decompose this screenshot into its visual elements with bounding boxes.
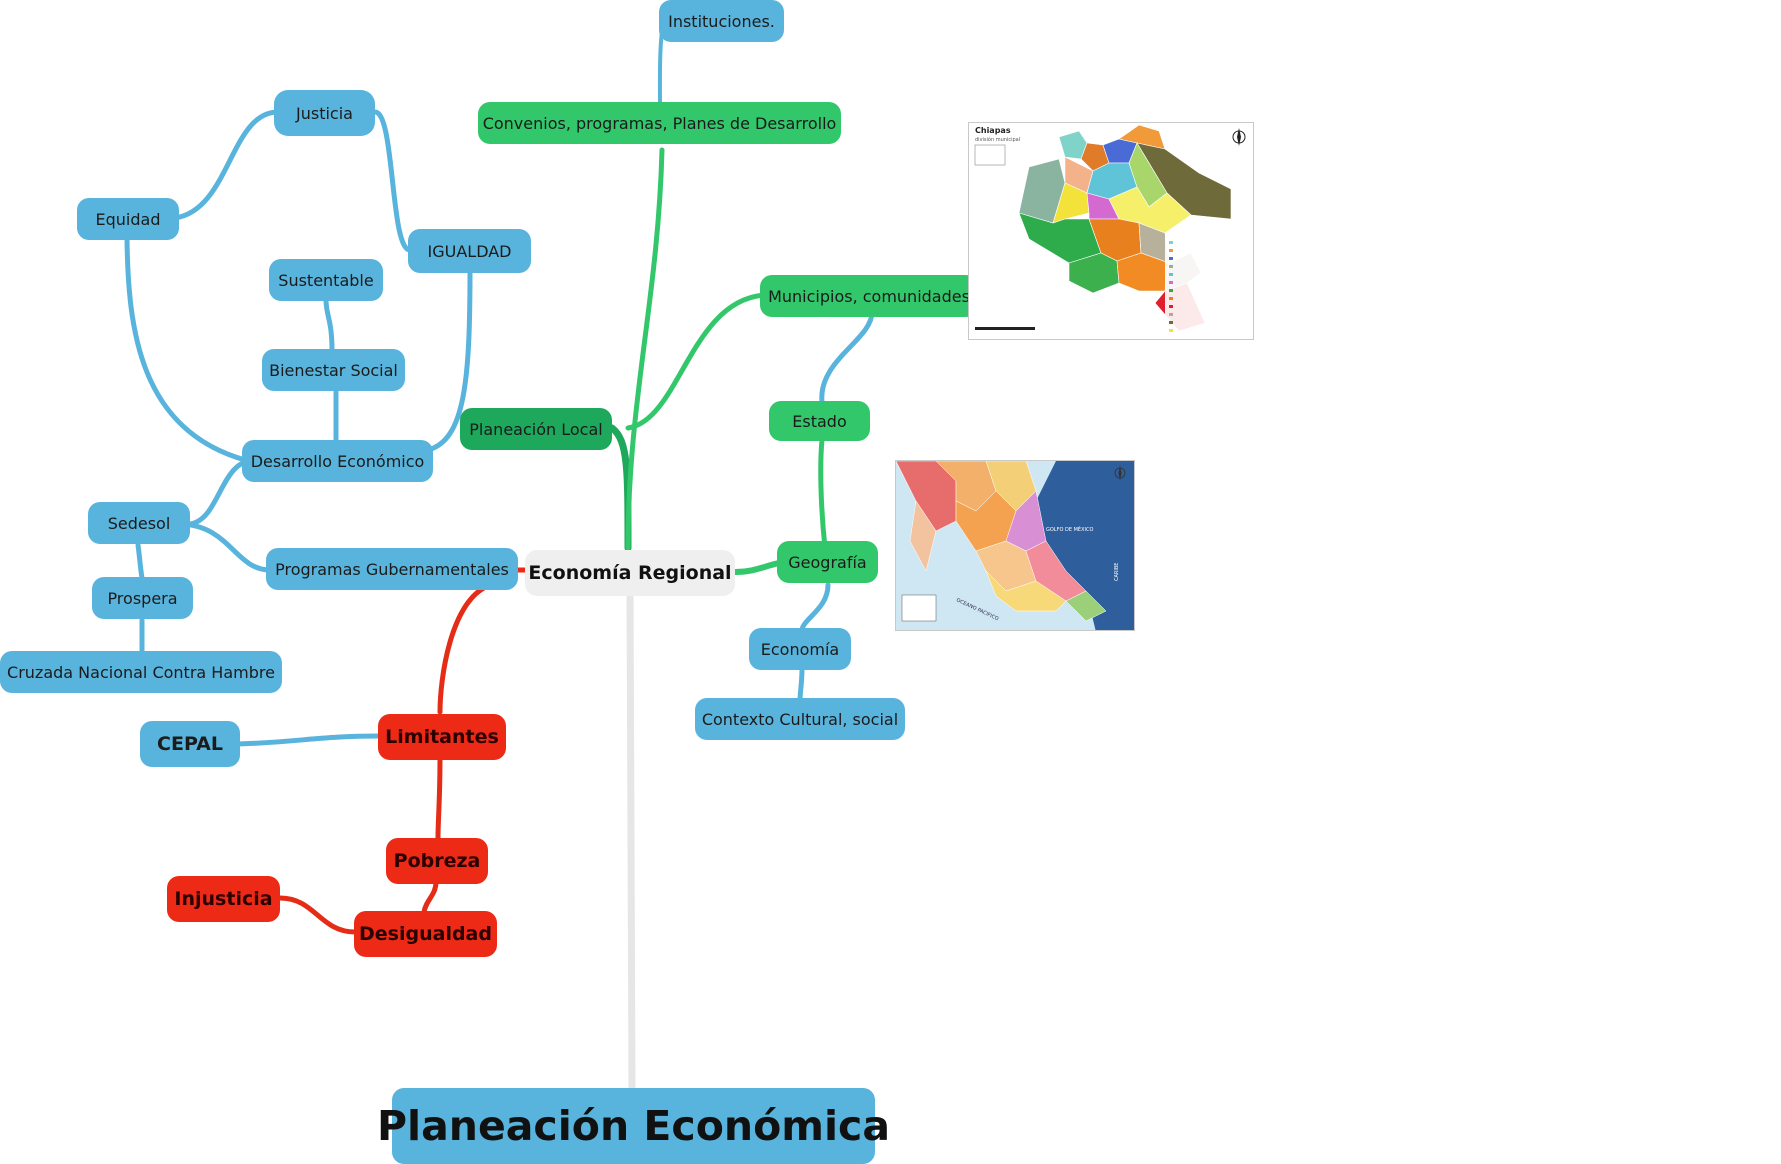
node-geografia[interactable]: Geografía bbox=[777, 541, 878, 583]
root-topic[interactable]: Planeación Económica bbox=[377, 1088, 890, 1164]
caribe-label: CARIBE bbox=[1114, 563, 1120, 581]
gulf-label: GOLFO DE MÉXICO bbox=[1046, 525, 1093, 533]
chiapas-map-image: Chiapas división municipal bbox=[968, 122, 1254, 340]
link-limitantes-pobreza bbox=[435, 755, 443, 841]
link-equidad-justicia bbox=[172, 109, 281, 221]
node-programas[interactable]: Programas Gubernamentales bbox=[266, 548, 518, 590]
node-prospera[interactable]: Prospera bbox=[92, 577, 193, 619]
link-desarrollo-equidad bbox=[124, 235, 248, 463]
link-pobreza-desigualdad bbox=[421, 879, 439, 915]
node-convenios[interactable]: Convenios, programas, Planes de Desarrol… bbox=[478, 102, 841, 144]
link-desigualdad-injusticia bbox=[277, 895, 358, 935]
node-cruzada[interactable]: Cruzada Nacional Contra Hambre bbox=[0, 651, 282, 693]
link-limitantes-cepal bbox=[235, 733, 383, 747]
link-center-limitantes bbox=[437, 582, 493, 715]
ocean-label: OCEANO PACIFICO bbox=[955, 597, 999, 622]
node-igualdad[interactable]: IGUALDAD bbox=[408, 229, 531, 273]
link-sedesol-prospera bbox=[135, 542, 145, 581]
link-economia-contexto bbox=[797, 665, 805, 705]
link-estado-municipios bbox=[819, 309, 875, 405]
node-economia[interactable]: Economía bbox=[749, 628, 851, 670]
link-programas-sedesol bbox=[177, 521, 273, 573]
node-sustentable[interactable]: Sustentable bbox=[269, 259, 383, 301]
node-desarrollo[interactable]: Desarrollo Económico bbox=[242, 440, 433, 482]
link-center-convenios bbox=[625, 147, 665, 551]
link-geografia-estado bbox=[818, 437, 828, 551]
node-desigualdad[interactable]: Desigualdad bbox=[354, 911, 497, 957]
node-estado[interactable]: Estado bbox=[769, 401, 870, 441]
node-municipios[interactable]: Municipios, comunidades bbox=[760, 275, 978, 317]
node-cepal[interactable]: CEPAL bbox=[140, 721, 240, 767]
node-justicia[interactable]: Justicia bbox=[274, 90, 375, 136]
node-pobreza[interactable]: Pobreza bbox=[386, 838, 488, 884]
compass-icon bbox=[1114, 465, 1126, 481]
node-bienestar[interactable]: Bienestar Social bbox=[262, 349, 405, 391]
link-center-municipios bbox=[625, 292, 768, 431]
link-center-planeacion-local bbox=[608, 424, 632, 552]
node-limitantes[interactable]: Limitantes bbox=[378, 714, 506, 760]
node-planeacion-local[interactable]: Planeación Local bbox=[460, 408, 612, 450]
node-instituciones[interactable]: Instituciones. bbox=[659, 0, 784, 42]
link-center-root bbox=[626, 586, 636, 1094]
node-contexto[interactable]: Contexto Cultural, social bbox=[695, 698, 905, 740]
link-bienestar-sustentable bbox=[323, 297, 335, 353]
link-igualdad-desarrollo bbox=[425, 267, 473, 453]
node-injusticia[interactable]: Injusticia bbox=[167, 876, 280, 922]
center-topic[interactable]: Economía Regional bbox=[525, 550, 735, 596]
node-equidad[interactable]: Equidad bbox=[77, 198, 179, 240]
chiapas-map-subtitle: división municipal bbox=[975, 136, 1020, 143]
node-sedesol[interactable]: Sedesol bbox=[88, 502, 190, 544]
chiapas-map-title: Chiapas bbox=[975, 126, 1011, 135]
mexico-map-image: GOLFO DE MÉXICO OCEANO PACIFICO CARIBE bbox=[895, 460, 1135, 631]
link-geografia-economia bbox=[799, 582, 831, 635]
compass-icon bbox=[1232, 128, 1246, 146]
link-justicia-igualdad bbox=[372, 109, 413, 253]
